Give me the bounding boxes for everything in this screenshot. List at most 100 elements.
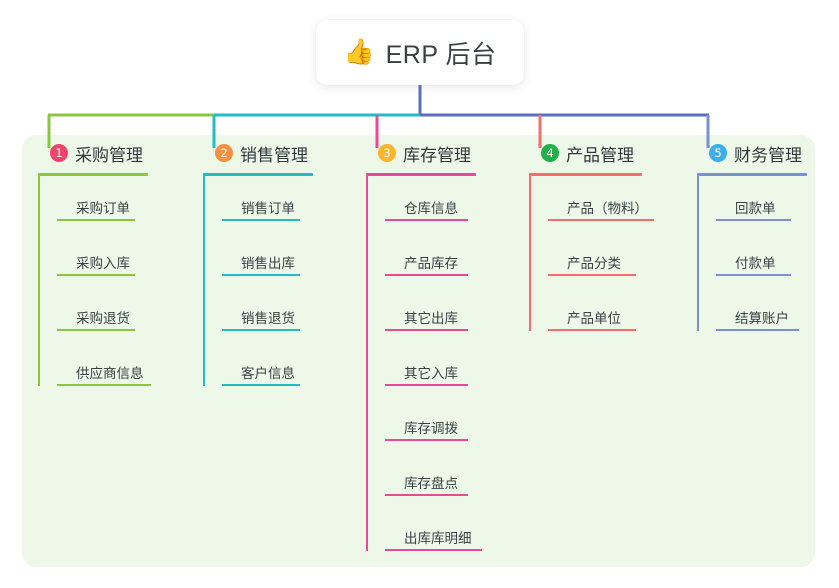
branch-item-rule (716, 219, 791, 221)
branch-spine-5 (697, 176, 699, 331)
branch-item-label: 其它入库 (404, 366, 458, 381)
branch-item-label: 回款单 (735, 201, 776, 216)
branch-item-rule (57, 274, 135, 276)
branch-badge-2: 2 (215, 144, 233, 162)
branch-spine-1 (38, 176, 40, 386)
branch-item[interactable]: 出库库明细 (385, 506, 526, 561)
branch-item-label: 产品单位 (567, 311, 621, 326)
branch-badge-5: 5 (709, 144, 727, 162)
branch-underline-4 (529, 173, 642, 176)
branch-item-rule (57, 384, 151, 386)
branch-title-5: 财务管理 (734, 145, 802, 165)
branch-badge-1: 1 (50, 144, 68, 162)
branch-item-rule (57, 219, 135, 221)
branch-item-label: 销售订单 (241, 201, 295, 216)
branch-item-rule (548, 329, 636, 331)
branch-header-5[interactable]: 5 财务管理 (697, 135, 837, 171)
branch-item-label: 产品（物料） (567, 201, 648, 216)
branch-item-rule (385, 329, 468, 331)
branch-column-1: 1 采购管理采购订单采购入库采购退货供应商信息 (38, 135, 198, 396)
branch-item-label: 客户信息 (241, 366, 295, 381)
branch-title-2: 销售管理 (240, 145, 308, 165)
branch-header-2[interactable]: 2 销售管理 (203, 135, 363, 171)
branch-column-2: 2 销售管理销售订单销售出库销售退货客户信息 (203, 135, 363, 396)
branch-item-label: 采购退货 (76, 311, 130, 326)
branch-header-1[interactable]: 1 采购管理 (38, 135, 198, 171)
branch-title-3: 库存管理 (403, 145, 471, 165)
branch-item-label: 产品库存 (404, 256, 458, 271)
branch-header-3[interactable]: 3 库存管理 (366, 135, 526, 171)
branch-underline-1 (38, 173, 148, 176)
branch-item-label: 供应商信息 (76, 366, 144, 381)
branch-item-rule (716, 274, 791, 276)
branch-item[interactable]: 产品（物料） (548, 176, 699, 231)
branch-item-label: 采购订单 (76, 201, 130, 216)
branch-item-rule (222, 329, 300, 331)
branch-item-rule (385, 384, 468, 386)
root-node-title: ERP 后台 (385, 40, 497, 69)
branch-item[interactable]: 产品单位 (548, 286, 699, 341)
branch-item[interactable]: 采购入库 (57, 231, 198, 286)
branch-item[interactable]: 产品分类 (548, 231, 699, 286)
branch-item-label: 采购入库 (76, 256, 130, 271)
branch-item-rule (385, 494, 468, 496)
branch-item[interactable]: 产品库存 (385, 231, 526, 286)
branch-item-rule (385, 219, 468, 221)
branch-item[interactable]: 仓库信息 (385, 176, 526, 231)
branch-item-list-2: 销售订单销售出库销售退货客户信息 (203, 176, 363, 396)
branch-item[interactable]: 库存盘点 (385, 451, 526, 506)
branch-item[interactable]: 采购订单 (57, 176, 198, 231)
branch-item-rule (385, 549, 482, 551)
branch-item-rule (385, 274, 468, 276)
branch-column-4: 4 产品管理产品（物料） 产品分类产品单位 (529, 135, 699, 341)
branch-column-3: 3 库存管理仓库信息产品库存其它出库其它入库库存调拨库存盘点出库库明细 (366, 135, 526, 561)
branch-item-rule (222, 384, 300, 386)
root-node-content: 👍 ERP 后台 (343, 35, 496, 71)
branch-underline-2 (203, 173, 313, 176)
branch-item-label: 库存盘点 (404, 476, 458, 491)
branch-item-list-4: 产品（物料） 产品分类产品单位 (529, 176, 699, 341)
branch-item[interactable]: 结算账户 (716, 286, 837, 341)
branch-item-rule (716, 329, 799, 331)
branch-columns: 1 采购管理采购订单采购入库采购退货供应商信息 2 销售管理销售订单销售出库销售退货客… (0, 135, 839, 567)
branch-title-4: 产品管理 (566, 145, 634, 165)
branch-item[interactable]: 采购退货 (57, 286, 198, 341)
branch-item[interactable]: 付款单 (716, 231, 837, 286)
branch-item-label: 出库库明细 (404, 531, 472, 546)
branch-spine-2 (203, 176, 205, 386)
branch-item-label: 产品分类 (567, 256, 621, 271)
thumbs-up-icon: 👍 (343, 38, 375, 66)
branch-item-rule (57, 329, 135, 331)
branch-item[interactable]: 销售订单 (222, 176, 363, 231)
branch-item[interactable]: 供应商信息 (57, 341, 198, 396)
branch-badge-4: 4 (541, 144, 559, 162)
branch-spine-4 (529, 176, 531, 331)
branch-item-list-3: 仓库信息产品库存其它出库其它入库库存调拨库存盘点出库库明细 (366, 176, 526, 561)
branch-item-rule (548, 219, 654, 221)
branch-item-label: 销售出库 (241, 256, 295, 271)
branch-spine-3 (366, 176, 368, 551)
branch-badge-3: 3 (378, 144, 396, 162)
branch-item-rule (385, 439, 468, 441)
root-node-card[interactable]: 👍 ERP 后台 (316, 20, 524, 85)
branch-item-label: 库存调拨 (404, 421, 458, 436)
branch-header-4[interactable]: 4 产品管理 (529, 135, 699, 171)
branch-item-list-1: 采购订单采购入库采购退货供应商信息 (38, 176, 198, 396)
branch-item[interactable]: 销售出库 (222, 231, 363, 286)
branch-item-rule (548, 274, 636, 276)
branch-underline-3 (366, 173, 476, 176)
branch-item[interactable]: 销售退货 (222, 286, 363, 341)
branch-title-1: 采购管理 (75, 145, 143, 165)
branch-item[interactable]: 其它出库 (385, 286, 526, 341)
branch-item[interactable]: 客户信息 (222, 341, 363, 396)
branch-item-label: 销售退货 (241, 311, 295, 326)
branch-item-label: 付款单 (735, 256, 776, 271)
branch-item-list-5: 回款单付款单结算账户 (697, 176, 837, 341)
branch-item-rule (222, 219, 300, 221)
branch-item[interactable]: 其它入库 (385, 341, 526, 396)
branch-item[interactable]: 回款单 (716, 176, 837, 231)
branch-item-label: 其它出库 (404, 311, 458, 326)
branch-item-rule (222, 274, 300, 276)
branch-item[interactable]: 库存调拨 (385, 396, 526, 451)
